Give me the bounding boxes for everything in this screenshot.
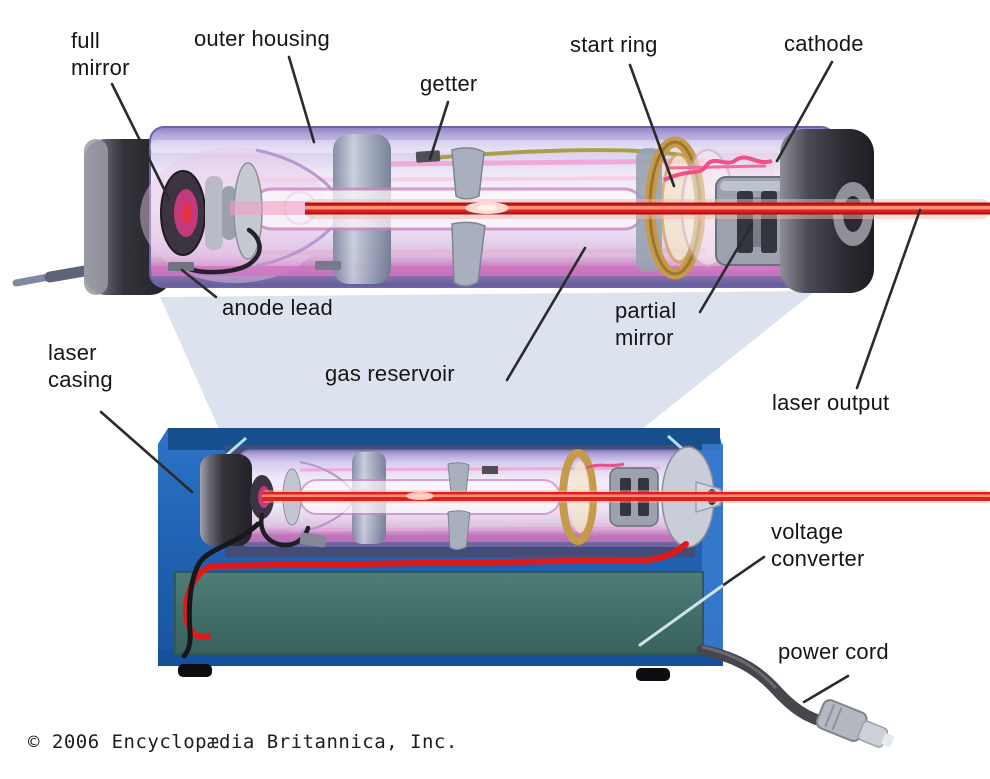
label-line: power cord — [778, 639, 889, 664]
label-line: mirror — [615, 325, 674, 350]
leader-cathode — [775, 60, 834, 163]
leader-partial-mirror — [698, 222, 754, 314]
leader-getter — [428, 100, 450, 161]
projection-cone — [160, 291, 815, 453]
top-tube — [12, 126, 990, 295]
label-line: anode lead — [222, 295, 333, 320]
label-gas-reservoir: gas reservoir — [325, 360, 455, 387]
cathode-wire — [663, 155, 773, 182]
leader-laser-output — [855, 208, 922, 390]
bore-spacer — [451, 147, 486, 287]
label-line: partial — [615, 298, 677, 323]
laser-casing-assembly — [158, 428, 990, 748]
power-cord — [696, 644, 834, 729]
label-anode-lead: anode lead — [222, 294, 333, 321]
laser-beam — [230, 199, 990, 219]
leader-anode-lead — [180, 268, 218, 299]
inner-getter — [482, 466, 498, 474]
label-voltage-converter: voltage converter — [771, 518, 865, 572]
leader-laser-casing — [99, 410, 194, 494]
end-cap-rim — [84, 139, 108, 295]
label-line: voltage — [771, 519, 844, 544]
getter — [415, 150, 441, 163]
leader-gas-reservoir — [505, 246, 587, 382]
leader-power-cord — [802, 674, 850, 704]
label-line: getter — [420, 71, 478, 96]
label-power-cord: power cord — [778, 638, 889, 665]
laser-beam-output — [262, 490, 990, 503]
voltage-converter-panel — [174, 571, 704, 655]
leader-full-mirror — [110, 82, 171, 201]
casing-foot — [636, 668, 670, 681]
leader-lines — [99, 55, 922, 704]
copyright-text: © 2006 Encyclopædia Britannica, Inc. — [28, 731, 458, 753]
casing-top-edge — [168, 428, 720, 450]
label-line: full — [71, 28, 100, 53]
label-line: start ring — [570, 32, 658, 57]
label-line: outer housing — [194, 26, 330, 51]
power-cord-highlight — [701, 645, 778, 690]
leader-outer-housing — [287, 55, 316, 144]
power-plug — [815, 699, 894, 748]
tube-tab — [315, 261, 341, 270]
label-full-mirror: full mirror — [71, 27, 130, 81]
label-getter: getter — [420, 70, 477, 97]
black-wire — [181, 521, 261, 659]
label-line: cathode — [784, 31, 864, 56]
label-start-ring: start ring — [570, 31, 658, 58]
label-outer-housing: outer housing — [194, 25, 330, 52]
anode-lead-wire — [183, 227, 262, 275]
label-line: mirror — [71, 55, 130, 80]
label-line: laser — [48, 340, 97, 365]
casing-foot — [178, 664, 212, 677]
label-cathode: cathode — [784, 30, 864, 57]
label-line: converter — [771, 546, 865, 571]
red-wire — [182, 541, 689, 640]
leader-voltage-converter — [720, 555, 766, 588]
inner-tube-left-cap — [200, 454, 252, 546]
anode-lead-tab — [168, 262, 194, 271]
leader-start-ring — [628, 63, 676, 188]
label-laser-casing: laser casing — [48, 339, 113, 393]
pink-stripe-bottom — [152, 266, 822, 276]
label-line: gas reservoir — [325, 361, 455, 386]
label-line: casing — [48, 367, 113, 392]
label-laser-output: laser output — [772, 389, 889, 416]
label-partial-mirror: partial mirror — [615, 297, 676, 351]
leader-voltage-converter-inner — [638, 584, 724, 647]
label-line: laser output — [772, 390, 890, 415]
